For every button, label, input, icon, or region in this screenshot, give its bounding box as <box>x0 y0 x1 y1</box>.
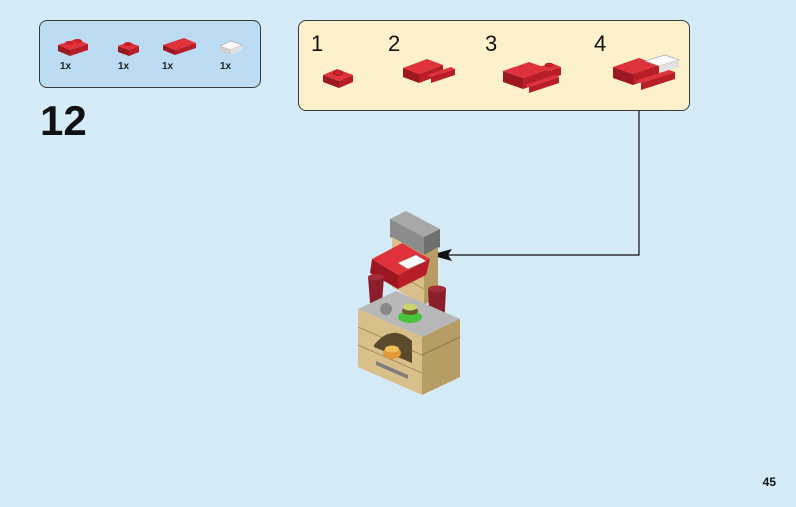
part-red-plate-1x2: 1x <box>54 21 104 87</box>
substep-3-model <box>503 62 561 93</box>
substep-2-model <box>403 59 455 83</box>
part-qty: 1x <box>220 61 232 72</box>
substep-number: 2 <box>388 31 401 56</box>
sub-assembly-panel: 1 2 3 4 <box>298 20 690 111</box>
part-qty: 1x <box>60 61 72 72</box>
substep-4-model <box>613 54 680 90</box>
part-white-tile-1x1: 1x <box>216 21 266 87</box>
substep-1-model <box>323 69 353 88</box>
red-plate-1x2-icon <box>58 39 88 56</box>
substep-number: 3 <box>485 31 498 56</box>
fireplace-model <box>357 211 461 395</box>
substep-number: 1 <box>311 31 324 56</box>
red-plate-1x1-icon <box>118 42 139 56</box>
part-red-tile-1x2: 1x <box>160 21 210 87</box>
parts-list-panel: 1x 1x 1x 1x <box>39 20 261 88</box>
page-number: 45 <box>762 475 776 489</box>
substep-number: 4 <box>594 31 607 56</box>
part-qty: 1x <box>162 61 174 72</box>
part-red-plate-1x1: 1x <box>114 21 164 87</box>
red-tile-1x2-icon <box>163 38 196 55</box>
step-number: 12 <box>40 97 87 144</box>
white-tile-1x1-icon <box>219 40 243 55</box>
part-qty: 1x <box>118 61 130 72</box>
